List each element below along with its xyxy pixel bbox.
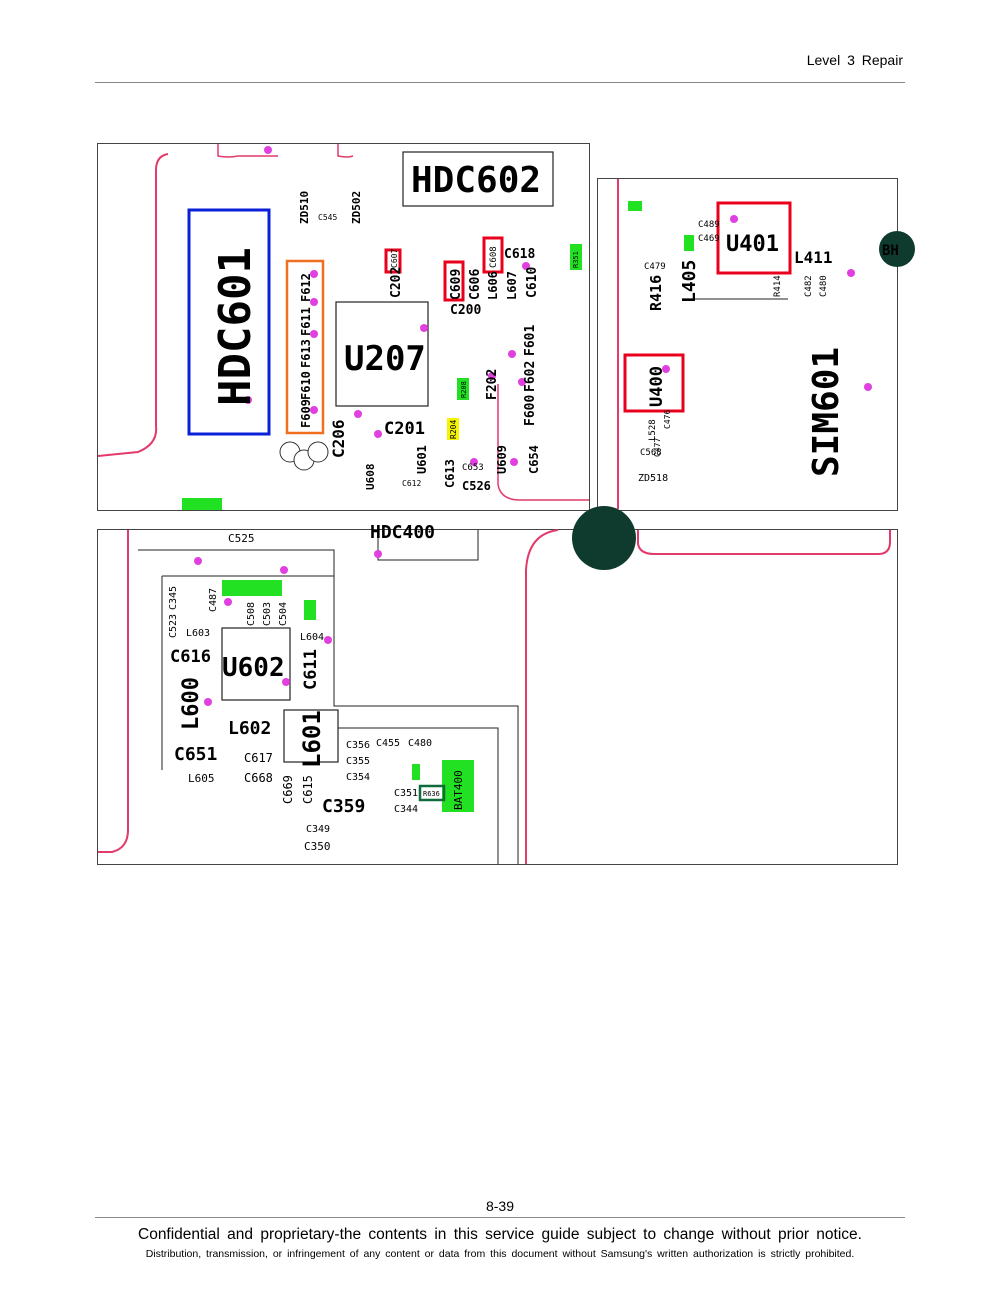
- f602-label: F602: [523, 361, 538, 392]
- u400-label: U400: [647, 366, 667, 407]
- c455-label: C455: [376, 738, 400, 749]
- header-level: Level 3 Repair: [806, 52, 903, 68]
- l605-label: L605: [188, 772, 215, 785]
- zd518-label: ZD518: [638, 473, 668, 484]
- board-panel-c: HDC400 C525 U602 C616 L600 L602 L601 C61…: [97, 506, 898, 865]
- footer-rule: [95, 1217, 905, 1218]
- bat400-label: BAT400: [452, 770, 465, 810]
- c476-label: C476: [663, 410, 672, 429]
- l411-label: L411: [794, 248, 833, 267]
- c201-label: C201: [384, 419, 425, 439]
- l601-label: L601: [298, 710, 326, 768]
- board-panel-a: HDC601 HDC602 U207 C201 C206 C200 C202 C…: [97, 143, 590, 511]
- r414-label: R414: [773, 275, 783, 297]
- c669-label: C669: [281, 775, 295, 804]
- c206-label: C206: [329, 419, 348, 458]
- c616-label: C616: [170, 647, 211, 667]
- f601-label: F601: [523, 325, 538, 356]
- r208-label: R208: [460, 381, 468, 398]
- c350-label: C350: [304, 840, 331, 853]
- r416-label: R416: [647, 275, 665, 311]
- c202-label: C202: [389, 267, 404, 298]
- c344-label: C344: [394, 804, 418, 815]
- l604-label: L604: [300, 632, 324, 643]
- hdc601-label: HDC601: [210, 247, 261, 406]
- c508-label: C508: [246, 602, 257, 626]
- c568-label: C568: [640, 448, 662, 458]
- l607-label: L607: [505, 271, 519, 300]
- l528-label: L528: [648, 419, 658, 441]
- c480c-label: C480: [408, 738, 432, 749]
- confidential-notice: Confidential and proprietary-the content…: [138, 1226, 862, 1243]
- c617-label: C617: [244, 751, 273, 765]
- c607-label: C607: [390, 249, 399, 268]
- zd502-label: ZD502: [350, 191, 363, 224]
- u602-label: U602: [222, 653, 285, 683]
- l600-label: L600: [179, 677, 204, 730]
- bh-label: BH: [882, 243, 899, 259]
- u601-label: U601: [415, 445, 429, 474]
- c545-label: C545: [318, 213, 337, 222]
- c611-label: C611: [301, 649, 321, 690]
- u608-label: U608: [364, 464, 377, 491]
- c606-label: C606: [468, 269, 483, 300]
- hdc400-label: HDC400: [370, 522, 435, 543]
- c479-label: C479: [644, 262, 666, 272]
- c653-label: C653: [462, 463, 484, 473]
- c612-label: C612: [402, 479, 421, 488]
- c654-label: C654: [527, 445, 541, 474]
- l606-label: L606: [486, 271, 500, 300]
- r636-label: R636: [423, 790, 440, 798]
- zd510-label: ZD510: [298, 191, 311, 224]
- l602-label: L602: [228, 718, 271, 739]
- c482-label: C482: [804, 275, 814, 297]
- r204-label: R204: [449, 420, 458, 439]
- c525-label: C525: [228, 532, 255, 545]
- c668-label: C668: [244, 771, 273, 785]
- c608-label: C608: [489, 246, 499, 268]
- c615-label: C615: [301, 775, 315, 804]
- c504-label: C504: [278, 602, 289, 626]
- u609-label: U609: [495, 445, 509, 474]
- c613-label: C613: [443, 459, 457, 488]
- hdc602-label: HDC602: [411, 160, 541, 201]
- c354-label: C354: [346, 772, 370, 783]
- f613-label: F613: [299, 339, 313, 368]
- c477-label: C477: [653, 438, 662, 457]
- c359-label: C359: [322, 796, 365, 817]
- c503-label: C503: [262, 602, 273, 626]
- c610-label: C610: [525, 267, 540, 298]
- u401-label: U401: [726, 232, 779, 257]
- c469-label: C469: [698, 234, 720, 244]
- board-panel-b: U401 L411 L405 R416 U400 SIM601 C479 C48…: [597, 178, 915, 511]
- c618-label: C618: [504, 247, 535, 262]
- c355-label: C355: [346, 756, 370, 767]
- f600-label: F600: [523, 395, 538, 426]
- distribution-notice: Distribution, transmission, or infringem…: [145, 1248, 855, 1260]
- c526-label: C526: [462, 479, 491, 493]
- f610-label: F610: [299, 371, 313, 400]
- c609-label: C609: [449, 269, 464, 300]
- c480-label: C480: [819, 275, 829, 297]
- c349-label: C349: [306, 824, 330, 835]
- f609-label: F609: [299, 399, 313, 428]
- c651-label: C651: [174, 744, 217, 765]
- header-rule: [95, 82, 905, 83]
- f202-label: F202: [485, 369, 500, 400]
- sim601-label: SIM601: [806, 347, 847, 477]
- u207-label: U207: [344, 339, 426, 379]
- l405-label: L405: [679, 260, 700, 303]
- c356-label: C356: [346, 740, 370, 751]
- c487-label: C487: [208, 588, 219, 612]
- c489-label: C489: [698, 220, 720, 230]
- f612-label: F612: [299, 273, 313, 302]
- c345-label: C345: [168, 586, 179, 610]
- f611-label: F611: [299, 307, 313, 336]
- l603-label: L603: [186, 628, 210, 639]
- c523-label: C523: [168, 614, 179, 638]
- c200-label: C200: [450, 303, 481, 318]
- c351-label: C351: [394, 788, 418, 799]
- page-number: 8-39: [485, 1198, 515, 1214]
- r351-label: R351: [572, 251, 580, 268]
